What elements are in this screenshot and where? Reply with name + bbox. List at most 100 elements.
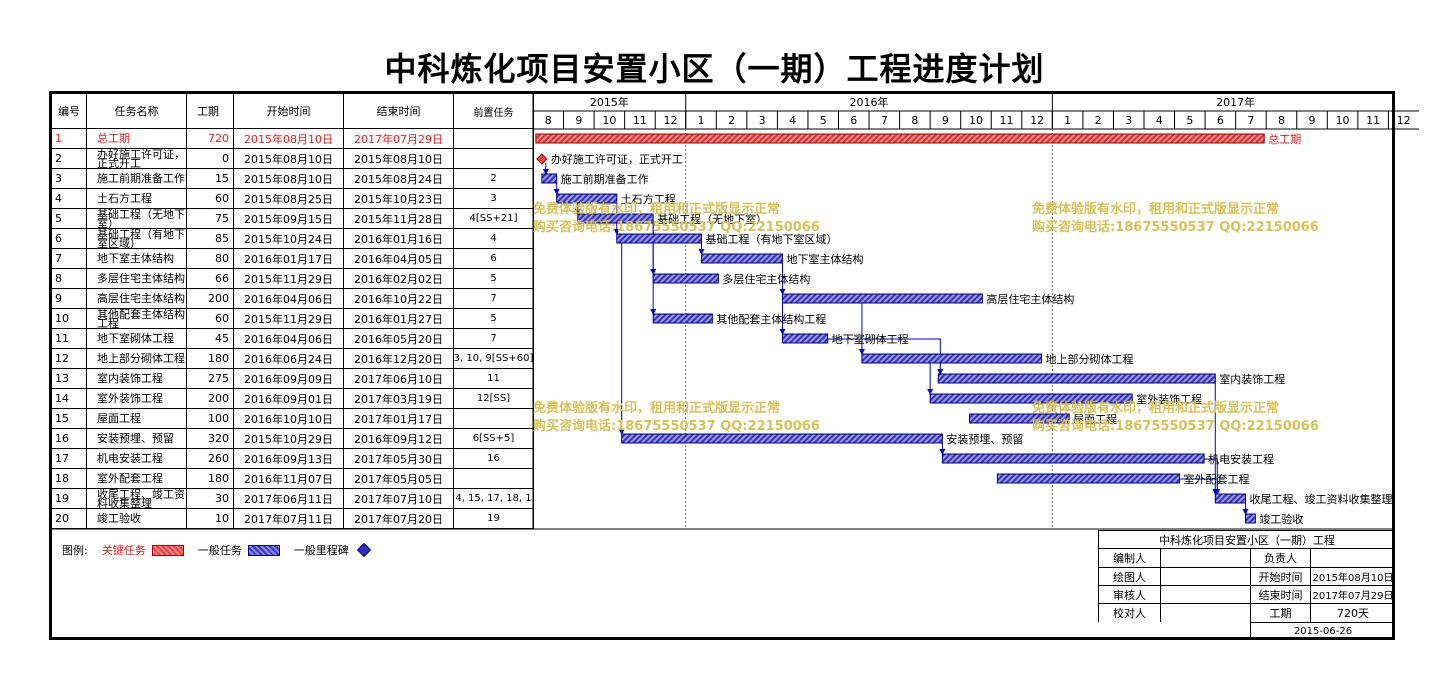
info-reviewer-value xyxy=(1160,585,1250,603)
task-bar xyxy=(541,173,558,184)
row-12-id: 12 xyxy=(52,349,87,369)
row-3-start: 2015年08月10日 xyxy=(234,169,344,189)
row-4-id: 4 xyxy=(52,189,87,209)
legend-normal-swatch xyxy=(247,544,280,556)
task-bar-label: 高层住宅主体结构 xyxy=(986,292,1074,306)
month-label: 4 xyxy=(1156,114,1163,127)
task-bar-label: 基础工程（无地下室） xyxy=(657,212,767,226)
row-7-dur: 80 xyxy=(187,249,234,269)
year-label: 2016年 xyxy=(850,95,889,109)
task-bar xyxy=(701,253,783,264)
row-3-id: 3 xyxy=(52,169,87,189)
row-19-end: 2017年07月10日 xyxy=(344,489,454,509)
row-13-name: 室内装饰工程 xyxy=(87,369,187,389)
task-bar-label: 屋面工程 xyxy=(1073,413,1117,426)
task-bar xyxy=(621,433,943,444)
legend-critical-label: 关键任务 xyxy=(101,544,146,557)
row-3-name: 施工前期准备工作 xyxy=(87,169,187,189)
chart-frame xyxy=(49,91,1395,640)
task-bar-label: 安装预埋、预留 xyxy=(946,432,1023,446)
row-2-dur: 0 xyxy=(187,149,234,169)
month-label: 6 xyxy=(1217,114,1224,127)
row-17-end: 2017年05月30日 xyxy=(344,449,454,469)
task-bar xyxy=(1214,493,1247,504)
task-bar-label: 地下室砌体工程 xyxy=(832,332,909,346)
month-label: 12 xyxy=(1030,114,1044,127)
row-15-end: 2017年01月17日 xyxy=(344,409,454,429)
milestone-marker xyxy=(536,153,548,165)
legend-label: 图例: xyxy=(62,544,88,557)
row-12-start: 2016年06月24日 xyxy=(234,349,344,369)
row-4-name: 土石方工程 xyxy=(87,189,187,209)
task-bar-label: 土石方工程 xyxy=(621,192,676,206)
month-label: 3 xyxy=(759,114,766,127)
row-1-id: 1 xyxy=(52,129,87,149)
task-bar-label: 室内装饰工程 xyxy=(1219,372,1285,386)
row-8-dur: 66 xyxy=(187,269,234,289)
row-10-id: 10 xyxy=(52,309,87,329)
info-drawer-label: 绘图人 xyxy=(1098,567,1160,585)
row-19-start: 2017年06月11日 xyxy=(234,489,344,509)
task-bar xyxy=(781,333,829,344)
row-8-id: 8 xyxy=(52,269,87,289)
task-bar xyxy=(652,273,719,284)
task-bar-label: 其他配套主体结构工程 xyxy=(716,312,826,326)
row-16-name: 安装预埋、预留 xyxy=(87,429,187,449)
row-7-end: 2016年04月05日 xyxy=(344,249,454,269)
month-label: 8 xyxy=(545,114,552,127)
info-end-label: 结束时间 xyxy=(1250,585,1310,603)
task-bar-label: 竣工验收 xyxy=(1259,512,1303,526)
row-9-dur: 200 xyxy=(187,289,234,309)
task-bar-label: 施工前期准备工作 xyxy=(561,172,649,186)
task-bar xyxy=(969,413,1070,424)
row-7-id: 7 xyxy=(52,249,87,269)
watermark-4: 免费体验版有水印，租用和正式版显示正常购买咨询电话:18675550537 QQ… xyxy=(1032,401,1319,434)
row-11-end: 2016年05月20日 xyxy=(344,329,454,349)
info-checker-value xyxy=(1160,603,1250,622)
info-start-label: 开始时间 xyxy=(1250,567,1310,585)
header-id: 编号 xyxy=(52,94,87,129)
info-editor-value xyxy=(1160,548,1250,567)
row-17-id: 17 xyxy=(52,449,87,469)
row-16-start: 2015年10月29日 xyxy=(234,429,344,449)
watermark-1: 免费体验版有水印，租用和正式版显示正常购买咨询电话:18675550537 QQ… xyxy=(533,202,820,235)
row-8-name: 多层住宅主体结构 xyxy=(87,269,187,289)
row-13-start: 2016年09月09日 xyxy=(234,369,344,389)
row-13-end: 2017年06月10日 xyxy=(344,369,454,389)
month-label: 8 xyxy=(1278,114,1285,127)
task-bar-label: 地下室主体结构 xyxy=(786,252,863,266)
month-label: 3 xyxy=(1125,114,1132,127)
watermark-2: 免费体验版有水印，租用和正式版显示正常购买咨询电话:18675550537 QQ… xyxy=(1032,202,1319,235)
month-label: 8 xyxy=(911,114,918,127)
legend-milestone-label: 一般里程碑 xyxy=(293,544,349,557)
task-bar xyxy=(941,453,1205,464)
row-10-start: 2015年11月29日 xyxy=(234,309,344,329)
row-18-start: 2016年11月07日 xyxy=(234,469,344,489)
row-6-start: 2015年10月24日 xyxy=(234,229,344,249)
month-label: 9 xyxy=(575,114,582,127)
watermark-3: 免费体验版有水印，租用和正式版显示正常购买咨询电话:18675550537 QQ… xyxy=(533,401,820,434)
row-2-end: 2015年08月10日 xyxy=(344,149,454,169)
row-11-id: 11 xyxy=(52,329,87,349)
row-17-start: 2016年09月13日 xyxy=(234,449,344,469)
row-2-name: 办好施工许可证，正式开工 xyxy=(87,149,187,169)
task-bar xyxy=(535,133,1265,144)
row-1-name: 总工期 xyxy=(87,129,187,149)
row-14-dur: 200 xyxy=(187,389,234,409)
info-owner-value xyxy=(1310,548,1395,567)
row-4-end: 2015年10月23日 xyxy=(344,189,454,209)
month-label: 2 xyxy=(728,114,735,127)
task-bar-label: 机电安装工程 xyxy=(1208,452,1274,466)
month-label: 9 xyxy=(942,114,949,127)
row-19-dur: 30 xyxy=(187,489,234,509)
row-14-id: 14 xyxy=(52,389,87,409)
row-18-end: 2017年05月05日 xyxy=(344,469,454,489)
month-label: 11 xyxy=(1000,114,1014,127)
row-4-start: 2015年08月25日 xyxy=(234,189,344,209)
row-15-id: 15 xyxy=(52,409,87,429)
header-name: 任务名称 xyxy=(87,94,187,129)
month-label: 1 xyxy=(698,114,705,127)
info-drawer-value xyxy=(1160,567,1250,585)
page-title: 中科炼化项目安置小区（一期）工程进度计划 xyxy=(384,50,1045,88)
